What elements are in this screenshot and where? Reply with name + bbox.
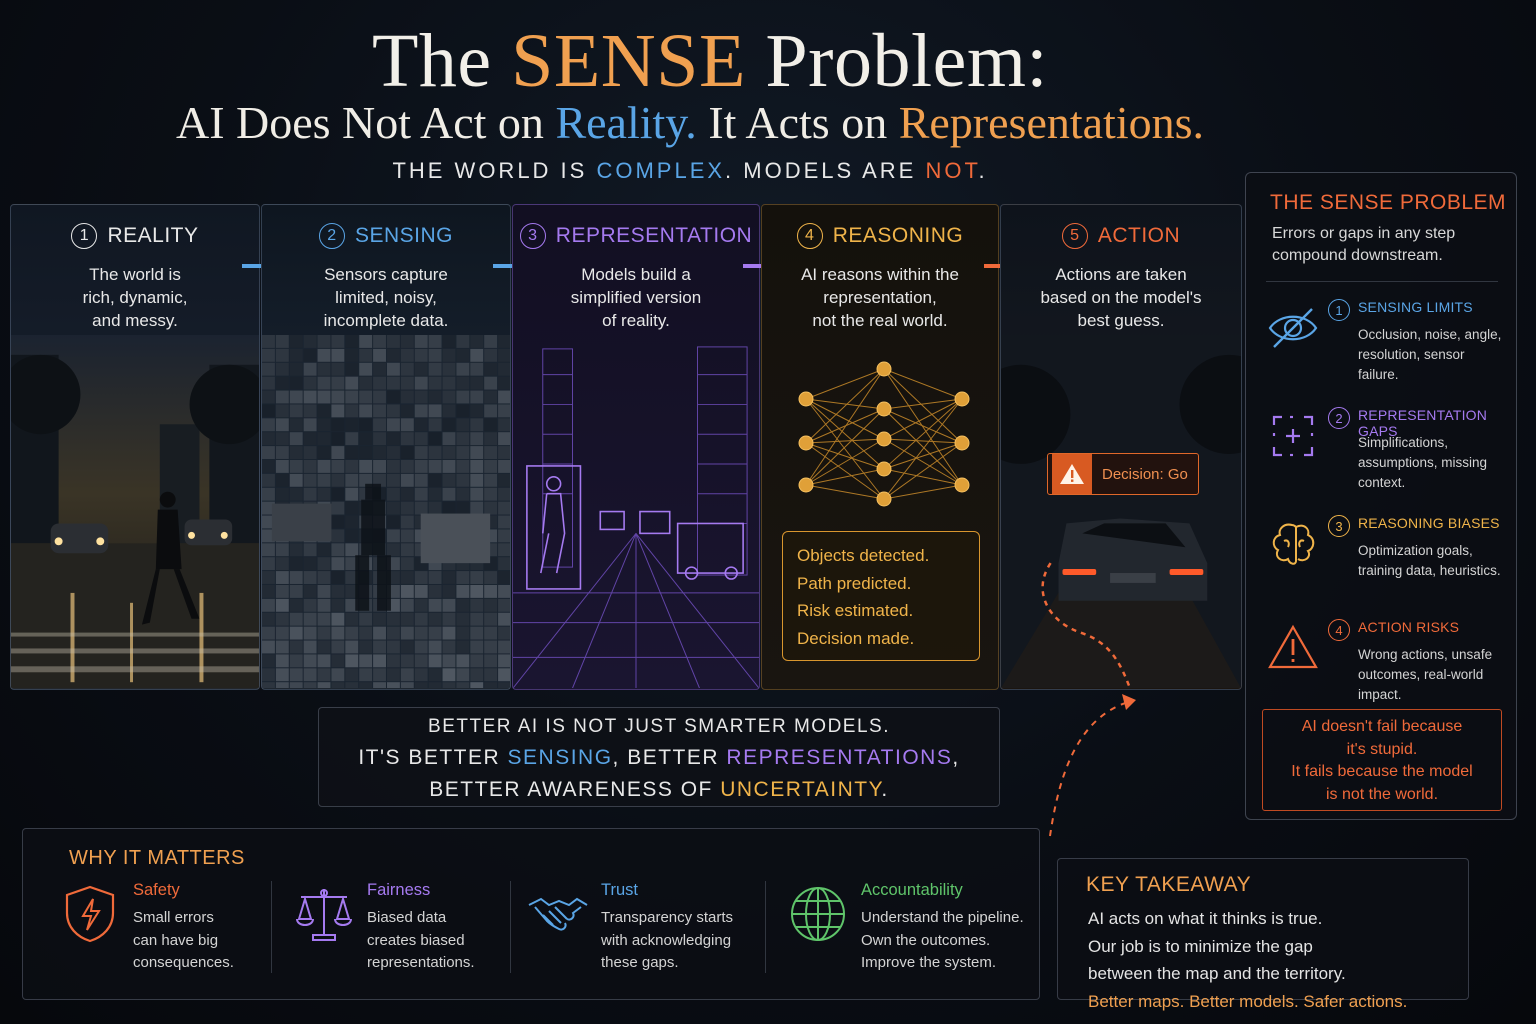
item-number: 4 <box>1328 619 1350 641</box>
step-description: Models build a simplified version of rea… <box>570 265 702 330</box>
brain-icon <box>1272 523 1315 565</box>
why-title: WHY IT MATTERS <box>69 847 245 869</box>
step-label: REASONING <box>832 224 964 247</box>
reasoning-output-box: Objects detected. Path predicted. Risk e… <box>782 531 980 661</box>
why-heading: Safety <box>133 881 180 899</box>
statement-line-3: BETTER AWARENESS OF UNCERTAINTY. <box>429 778 889 801</box>
why-item-fairness: Fairness Biased data creates biased repr… <box>293 879 523 989</box>
statement-line-2: IT'S BETTER SENSING, BETTER REPRESENTATI… <box>358 746 960 769</box>
sidebar-subtitle: Errors or gaps in any step compound down… <box>1272 225 1456 264</box>
takeaway-highlight: Better maps. Better models. Safer action… <box>1088 991 1408 1011</box>
neural-network-icon <box>798 361 970 507</box>
sense-item-reasoning-biases: 3 REASONING BIASES Optimization goals, t… <box>1262 513 1512 609</box>
takeaway-title: KEY TAKEAWAY <box>1086 873 1252 896</box>
item-number: 3 <box>1328 515 1350 537</box>
takeaway-body: AI acts on what it thinks is true. Our j… <box>1088 905 1468 1015</box>
reasoning-line: Objects detected. <box>797 546 930 565</box>
pixelated-sensor-scene <box>262 335 510 689</box>
item-text: Simplifications, assumptions, missing co… <box>1358 435 1488 490</box>
key-takeaway-box: KEY TAKEAWAY AI acts on what it thinks i… <box>1057 858 1469 1011</box>
step-label: REALITY <box>107 224 199 247</box>
reasoning-line: Decision made. <box>797 628 915 648</box>
sense-problem-sidebar: THE SENSE PROBLEM Errors or gaps in any … <box>1245 172 1517 820</box>
item-text: Occlusion, noise, angle, resolution, sen… <box>1358 327 1502 382</box>
divider <box>510 881 511 973</box>
why-it-matters-section: WHY IT MATTERS Safety Small errors can h… <box>22 828 1040 1000</box>
item-heading: REASONING BIASES <box>1358 515 1500 531</box>
why-text: Biased data creates biased representatio… <box>367 909 475 971</box>
sidebar-title: THE SENSE PROBLEM <box>1270 191 1507 214</box>
step-number: 1 <box>71 223 98 249</box>
dashed-frame-icon <box>1272 415 1314 457</box>
globe-icon <box>791 887 845 941</box>
panel-reality: 1 REALITY The world is rich, dynamic, and… <box>10 204 260 690</box>
why-text: Transparency starts with acknowledging t… <box>601 909 733 971</box>
warning-triangle-icon <box>1268 624 1318 669</box>
step-number: 2 <box>318 223 345 249</box>
step-number: 3 <box>519 223 546 249</box>
why-heading: Trust <box>601 881 638 899</box>
page-subtitle: AI Does Not Act on Reality. It Acts on R… <box>175 97 1205 148</box>
item-heading: ACTION RISKS <box>1358 619 1460 635</box>
panel-sensing: 2 SENSING Sensors capture limited, noisy,… <box>261 204 511 690</box>
item-number: 2 <box>1328 407 1350 429</box>
title-accent: SENSE <box>511 19 746 103</box>
why-item-trust: Trust Transparency starts with acknowled… <box>527 879 767 989</box>
step-number: 4 <box>796 223 823 249</box>
dashed-connector-arrow <box>1049 694 1136 837</box>
item-heading: REPRESENTATION GAPS <box>1358 407 1488 439</box>
handshake-icon <box>528 897 588 931</box>
why-text: Small errors can have big consequences. <box>133 909 234 971</box>
city-street-scene <box>11 335 259 689</box>
step-description: Sensors capture limited, noisy, incomple… <box>323 265 449 330</box>
warning-icon <box>1060 464 1084 484</box>
divider <box>1266 281 1498 282</box>
car-road-scene <box>1001 335 1241 689</box>
decision-label: Decision: Go <box>1102 465 1188 483</box>
panel-action: 5 ACTION Actions are taken based on the m… <box>1000 204 1242 690</box>
step-label: REPRESENTATION <box>555 224 753 247</box>
panel-reasoning: 4 REASONING AI reasons within the represe… <box>761 204 999 690</box>
sense-item-representation-gaps: 2 REPRESENTATION GAPS Simplifications, a… <box>1262 405 1512 501</box>
item-number: 1 <box>1328 299 1350 321</box>
wireframe-city-scene <box>513 346 759 689</box>
step-description: AI reasons within the representation, no… <box>801 265 959 330</box>
tagline: THE WORLD IS COMPLEX. MODELS ARE NOT. <box>392 158 988 183</box>
reasoning-line: Risk estimated. <box>797 601 914 620</box>
eye-slash-icon <box>1268 308 1318 348</box>
better-ai-statement: BETTER AI IS NOT JUST SMARTER MODELS. IT… <box>318 707 1000 807</box>
page-title: The SENSE Problem: <box>371 19 1049 103</box>
panel-representation: 3 REPRESENTATION Models build a simplifie… <box>512 204 760 690</box>
sense-item-action-risks: 4 ACTION RISKS Wrong actions, unsafe out… <box>1262 617 1512 713</box>
item-text: Optimization goals, training data, heuri… <box>1358 543 1501 578</box>
step-number: 5 <box>1061 223 1088 249</box>
why-heading: Accountability <box>861 881 963 899</box>
shield-bolt-icon <box>65 885 115 943</box>
divider <box>765 881 766 973</box>
decision-badge: Decision: Go <box>1047 453 1199 495</box>
step-description: Actions are taken based on the model's b… <box>1040 265 1202 330</box>
reasoning-line: Path predicted. <box>797 573 912 593</box>
statement-line-1: BETTER AI IS NOT JUST SMARTER MODELS. <box>428 716 890 737</box>
item-text: Wrong actions, unsafe outcomes, real-wor… <box>1358 647 1493 702</box>
item-heading: SENSING LIMITS <box>1358 299 1473 315</box>
divider <box>271 881 272 973</box>
why-text: Understand the pipeline. Own the outcome… <box>861 909 1024 971</box>
takeaway-line: between the map and the territory. <box>1088 964 1346 983</box>
step-description: The world is rich, dynamic, and messy. <box>82 265 188 330</box>
sense-item-sensing-limits: 1 SENSING LIMITS Occlusion, noise, angle… <box>1262 297 1512 393</box>
why-heading: Fairness <box>367 881 431 899</box>
why-item-accountability: Accountability Understand the pipeline. … <box>787 879 1037 989</box>
takeaway-line: Our job is to minimize the gap <box>1088 936 1313 956</box>
step-label: SENSING <box>354 224 454 247</box>
takeaway-line: AI acts on what it thinks is true. <box>1088 909 1323 928</box>
step-label: ACTION <box>1097 224 1181 247</box>
scales-icon <box>296 889 352 941</box>
sidebar-quote: AI doesn't fail because it's stupid. It … <box>1262 709 1502 811</box>
why-item-safety: Safety Small errors can have big consequ… <box>59 879 289 989</box>
